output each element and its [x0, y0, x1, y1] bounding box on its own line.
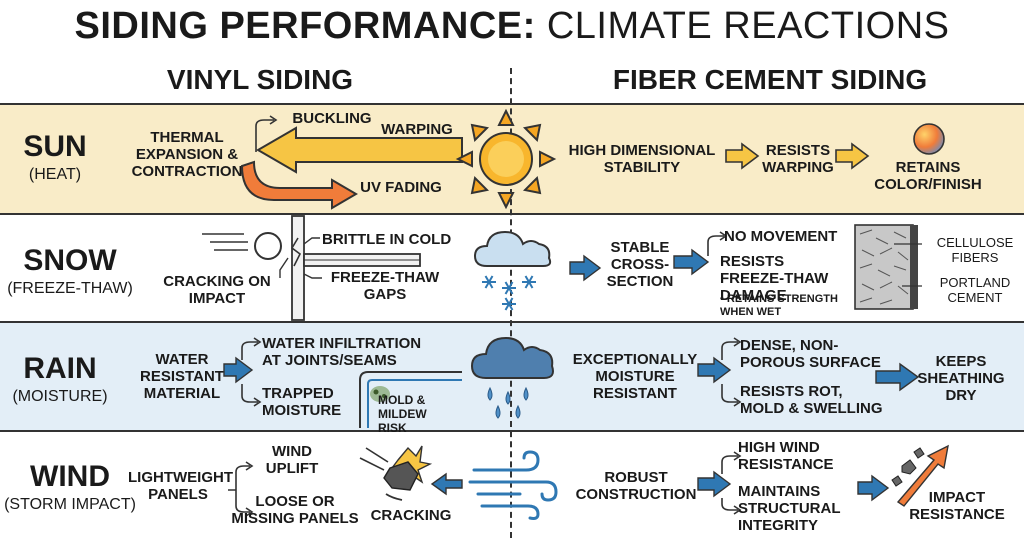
- branch-arrow-icon: [697, 451, 742, 515]
- loose-panels-label: LOOSE OR MISSING PANELS: [231, 493, 359, 527]
- moisture-resistant-label: EXCEPTIONALLY MOISTURE RESISTANT: [572, 351, 698, 402]
- snow-title: SNOW: [23, 244, 117, 277]
- retains-strength-note: • RETAINS STRENGTH WHEN WET: [720, 293, 838, 318]
- wind-gust-icon: [468, 450, 558, 520]
- high-wind-label: HIGH WIND RESISTANCE: [738, 439, 834, 473]
- vinyl-column-heading: VINYL SIDING: [166, 64, 354, 95]
- fiber-cement-texture-icon: [854, 224, 922, 310]
- snow-subtitle: (FREEZE-THAW): [7, 280, 133, 297]
- page-title: SIDING PERFORMANCE: CLIMATE REACTIONS: [0, 5, 1024, 48]
- dimensional-stability-label: HIGH DIMENSIONAL STABILITY: [568, 142, 716, 176]
- resists-freeze-thaw-label: RESISTS FREEZE-THAW DAMAGE: [720, 253, 829, 304]
- retains-color-label: RETAINS COLOR/FINISH: [874, 159, 982, 193]
- thermal-expansion-label: THERMAL EXPANSION & CONTRACTION: [131, 129, 243, 180]
- rain-title: RAIN: [23, 352, 97, 385]
- freeze-thaw-gaps-label: FREEZE-THAW GAPS: [330, 269, 440, 303]
- cracking-label: CRACKING: [370, 507, 452, 524]
- row-divider: [0, 430, 1024, 432]
- arrow-right-icon: [835, 142, 870, 170]
- trapped-moisture-label: TRAPPED MOISTURE: [262, 385, 342, 419]
- row-divider: [0, 213, 1024, 215]
- rain-cloud-icon: [470, 336, 554, 419]
- sun-subtitle: (HEAT): [28, 166, 82, 183]
- wind-uplift-label: WIND UPLIFT: [265, 443, 319, 477]
- snowflake-icon: [482, 275, 536, 311]
- water-resistant-label: WATER RESISTANT MATERIAL: [140, 351, 224, 402]
- color-swatch-icon: [913, 123, 945, 155]
- title-light: CLIMATE REACTIONS: [546, 5, 950, 47]
- heat-arrows-icon: [240, 115, 463, 210]
- dense-surface-label: DENSE, NON-POROUS SURFACE: [740, 337, 881, 371]
- impact-deflect-icon: [891, 444, 949, 507]
- structural-integrity-label: MAINTAINS STRUCTURAL INTEGRITY: [738, 483, 841, 534]
- sun-icon: [455, 108, 557, 210]
- lightweight-panels-label: LIGHTWEIGHT PANELS: [128, 469, 233, 503]
- arrow-right-icon: [725, 142, 760, 170]
- branch-icon: [228, 461, 254, 517]
- branch-arrow-icon: [697, 337, 742, 407]
- stable-cross-section-label: STABLE CROSS-SECTION: [606, 239, 674, 290]
- debris-impact-icon: [359, 445, 463, 501]
- keeps-dry-label: KEEPS SHEATHING DRY: [917, 353, 1005, 404]
- branch-arrow-icon: [223, 337, 262, 407]
- water-infiltration-label: WATER INFILTRATION AT JOINTS/SEAMS: [262, 335, 422, 369]
- rain-category: RAIN (MOISTURE): [0, 354, 120, 405]
- resists-warping-label: RESISTS WARPING: [762, 142, 834, 176]
- brittle-label: BRITTLE IN COLD: [322, 231, 452, 248]
- title-bold: SIDING PERFORMANCE:: [74, 5, 536, 47]
- cellulose-fibers-label: CELLULOSE FIBERS: [936, 235, 1014, 265]
- arrow-right-icon: [569, 254, 602, 282]
- wind-subtitle: (STORM IMPACT): [4, 496, 136, 513]
- sun-title: SUN: [23, 130, 87, 163]
- row-divider: [0, 321, 1024, 323]
- siding-crack-icon: [202, 215, 421, 321]
- mold-risk-label: MOLD & MILDEW RISK: [378, 393, 427, 435]
- robust-construction-label: ROBUST CONSTRUCTION: [575, 469, 697, 503]
- wind-category: WIND (STORM IMPACT): [0, 462, 140, 513]
- mold-panel-icon: [359, 371, 462, 428]
- portland-cement-label: PORTLAND CEMENT: [939, 275, 1011, 305]
- buckling-label: BUCKLING: [292, 110, 372, 127]
- snow-category: SNOW (FREEZE-THAW): [0, 246, 140, 297]
- raindrop-icon: [487, 386, 529, 419]
- cracking-impact-label: CRACKING ON IMPACT: [163, 273, 271, 307]
- wind-title: WIND: [30, 460, 110, 493]
- sun-category: SUN (HEAT): [0, 132, 110, 183]
- no-movement-label: NO MOVEMENT: [724, 228, 838, 245]
- snow-cloud-icon: [473, 230, 552, 311]
- arrow-right-icon: [875, 362, 920, 392]
- rain-subtitle: (MOISTURE): [12, 388, 108, 405]
- branch-arrow-icon: [673, 231, 728, 276]
- arrow-right-icon: [857, 474, 890, 502]
- warping-label: WARPING: [381, 121, 453, 138]
- resists-rot-label: RESISTS ROT, MOLD & SWELLING: [740, 383, 883, 417]
- uv-fading-label: UV FADING: [360, 179, 442, 196]
- fiber-column-heading: FIBER CEMENT SIDING: [612, 64, 928, 95]
- row-divider: [0, 103, 1024, 105]
- impact-resistance-label: IMPACT RESISTANCE: [909, 489, 1005, 523]
